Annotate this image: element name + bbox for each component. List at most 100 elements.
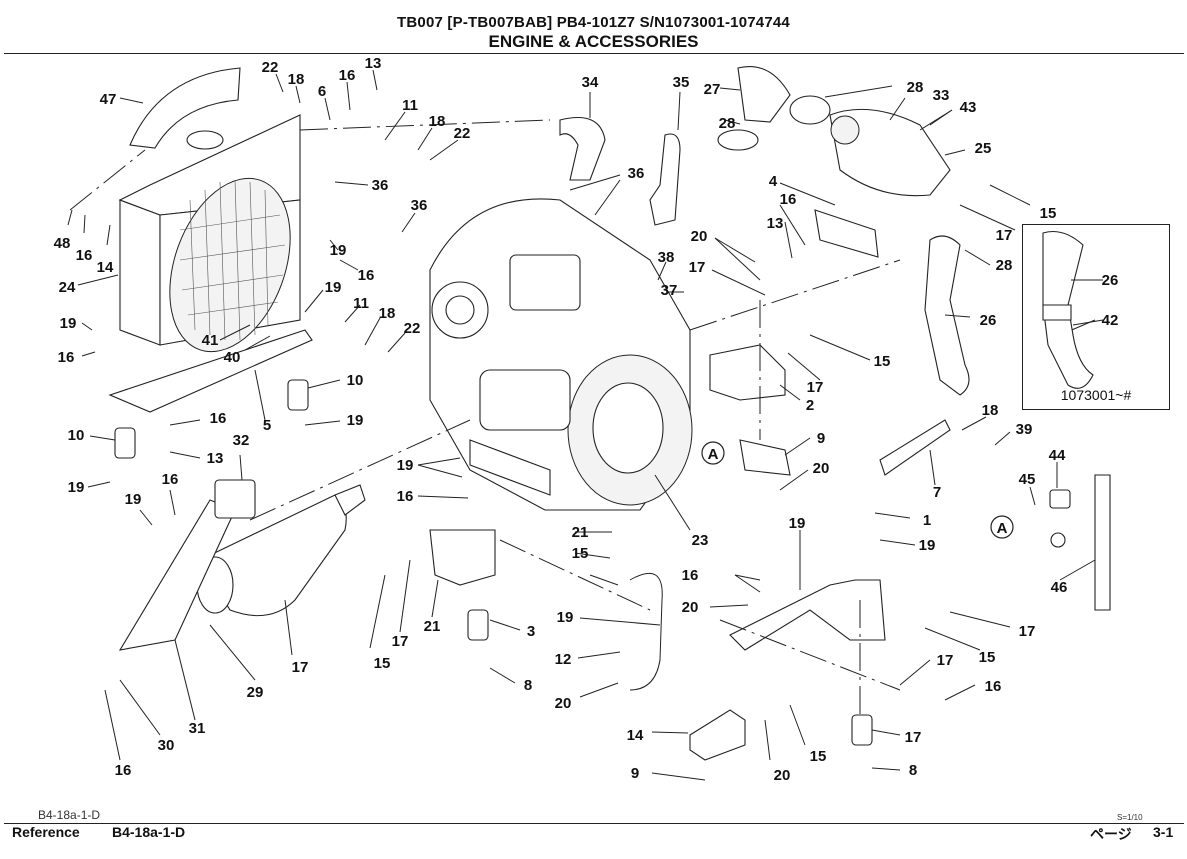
part-callout-15: 15 xyxy=(1040,205,1057,222)
radiator-base-plate-drawing xyxy=(108,329,313,413)
part-callout-30: 30 xyxy=(158,737,175,754)
part-callout-23: 23 xyxy=(692,532,709,549)
part-callout-19: 19 xyxy=(347,412,364,429)
reference-marker-a-label: A xyxy=(708,446,719,463)
part-callout-29: 29 xyxy=(247,684,264,701)
part-callout-19: 19 xyxy=(919,537,936,554)
part-callout-16: 16 xyxy=(397,488,414,505)
page-label: ページ xyxy=(1090,826,1132,842)
part-callout-18: 18 xyxy=(379,305,396,322)
battery-cable-drawing xyxy=(629,572,663,691)
part-callout-17: 17 xyxy=(1019,623,1036,640)
part-callout-33: 33 xyxy=(933,87,950,104)
part-callout-19: 19 xyxy=(60,315,77,332)
part-callout-40: 40 xyxy=(224,349,241,366)
part-callout-17: 17 xyxy=(807,379,824,396)
part-callout-28: 28 xyxy=(907,79,924,96)
page-title-model: TB007 [P-TB007BAB] PB4-101Z7 S/N1073001-… xyxy=(397,14,790,31)
header-divider xyxy=(4,53,1184,54)
part-callout-1: 1 xyxy=(923,512,931,529)
part-callout-15: 15 xyxy=(874,353,891,370)
part-callout-41: 41 xyxy=(202,332,219,349)
part-callout-34: 34 xyxy=(582,74,599,91)
part-callout-20: 20 xyxy=(774,767,791,784)
part-callout-19: 19 xyxy=(325,279,342,296)
part-callout-19: 19 xyxy=(789,515,806,532)
bracket-7-drawing xyxy=(879,419,951,476)
part-callout-13: 13 xyxy=(767,215,784,232)
part-callout-11: 11 xyxy=(402,97,418,114)
part-callout-16: 16 xyxy=(58,349,75,366)
part-callout-19: 19 xyxy=(397,457,414,474)
part-callout-5: 5 xyxy=(263,417,271,434)
part-callout-13: 13 xyxy=(365,55,382,72)
bracket-2-drawing xyxy=(709,344,786,401)
part-callout-13: 13 xyxy=(207,450,224,467)
reference-marker-a-engine xyxy=(701,441,725,465)
part-callout-31: 31 xyxy=(189,720,206,737)
part-callout-42: 42 xyxy=(1102,312,1119,329)
part-callout-2: 2 xyxy=(806,397,814,414)
callout-labels: 4722186161311182236481614241916191118221… xyxy=(54,55,1119,784)
mount-9-upper-drawing xyxy=(739,439,791,476)
hose-35-drawing xyxy=(649,133,681,226)
mount-8-right-drawing xyxy=(851,714,873,746)
part-callout-15: 15 xyxy=(810,748,827,765)
part-callout-19: 19 xyxy=(68,479,85,496)
diagram-code: B4-18a-1-D xyxy=(38,808,101,822)
part-callout-38: 38 xyxy=(658,249,675,266)
part-callout-15: 15 xyxy=(572,545,589,562)
part-callout-28: 28 xyxy=(996,257,1013,274)
reference-marker-a-label: A xyxy=(997,520,1008,537)
page-title-section: ENGINE & ACCESSORIES xyxy=(488,32,699,51)
part-callout-16: 16 xyxy=(210,410,227,427)
part-callout-20: 20 xyxy=(555,695,572,712)
assembly-centerlines xyxy=(69,119,901,720)
part-callout-36: 36 xyxy=(628,165,645,182)
part-callout-46: 46 xyxy=(1051,579,1068,596)
part-callout-19: 19 xyxy=(125,491,142,508)
inset-serial-range-box: 1073001~# xyxy=(1022,224,1170,410)
hose-34-drawing xyxy=(559,116,606,181)
part-callout-35: 35 xyxy=(673,74,690,91)
part-callout-12: 12 xyxy=(555,651,572,668)
part-callout-22: 22 xyxy=(262,59,279,76)
part-callout-48: 48 xyxy=(54,235,71,252)
air-cleaner-drawing xyxy=(717,66,951,197)
page-number: 3-1 xyxy=(1153,824,1174,840)
reference-marker-a-dipstick xyxy=(990,515,1014,539)
part-callout-18: 18 xyxy=(429,113,446,130)
part-callout-26: 26 xyxy=(980,312,997,329)
part-callout-9: 9 xyxy=(631,765,639,782)
part-callout-16: 16 xyxy=(76,247,93,264)
mount-10-left-drawing xyxy=(114,427,136,459)
mount-10-right-drawing xyxy=(287,379,309,411)
part-callout-44: 44 xyxy=(1049,447,1066,464)
footer-divider xyxy=(4,823,1184,824)
part-callout-9: 9 xyxy=(817,430,825,447)
bracket-3-drawing xyxy=(429,529,496,586)
part-callout-32: 32 xyxy=(233,432,250,449)
part-callout-16: 16 xyxy=(339,67,356,84)
part-callout-3: 3 xyxy=(527,623,535,640)
part-callout-36: 36 xyxy=(372,177,389,194)
part-callout-37: 37 xyxy=(661,282,678,299)
reference-code: B4-18a-1-D xyxy=(112,824,186,840)
part-callout-16: 16 xyxy=(985,678,1002,695)
part-callout-21: 21 xyxy=(424,618,441,635)
inset-hose-drawing xyxy=(1042,230,1104,389)
part-callout-8: 8 xyxy=(909,762,917,779)
part-callout-27: 27 xyxy=(704,81,721,98)
part-callout-22: 22 xyxy=(404,320,421,337)
fan-shroud-drawing xyxy=(129,67,241,149)
part-callout-43: 43 xyxy=(960,99,977,116)
reference-label: Reference xyxy=(12,824,80,840)
part-callout-22: 22 xyxy=(454,125,471,142)
part-callout-20: 20 xyxy=(682,599,699,616)
part-callout-18: 18 xyxy=(288,71,305,88)
part-callout-10: 10 xyxy=(68,427,85,444)
part-callout-7: 7 xyxy=(933,484,941,501)
part-callout-6: 6 xyxy=(318,83,326,100)
engine-drawing xyxy=(429,198,693,511)
mount-8-left-drawing xyxy=(467,609,489,641)
